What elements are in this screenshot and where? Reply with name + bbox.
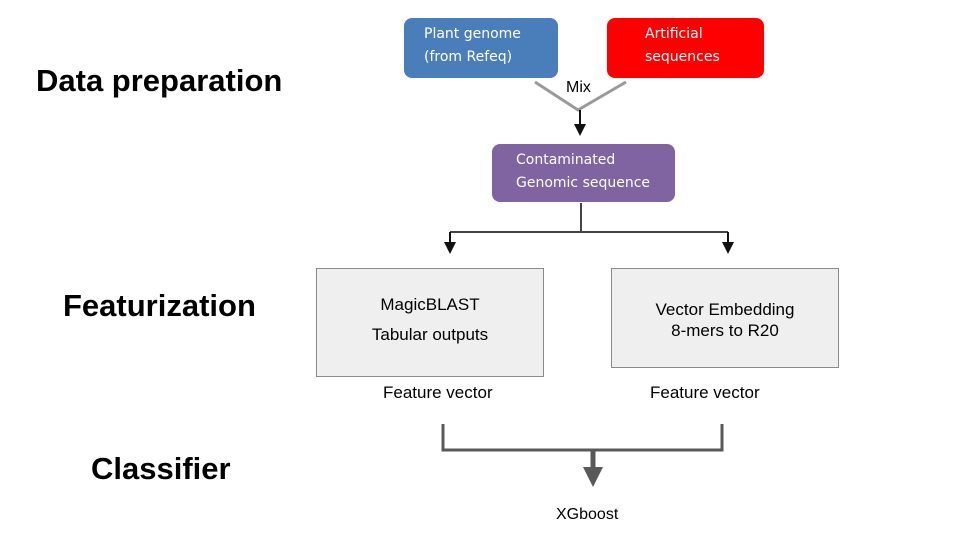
contaminated-line2: Genomic sequence <box>516 175 651 191</box>
stage-label-data-preparation: Data preparation <box>36 63 283 98</box>
vector-embedding-line1: Vector Embedding <box>655 300 795 319</box>
merge-bracket-line <box>441 424 724 452</box>
stage-label-classifier: Classifier <box>91 451 231 486</box>
magicblast-line1: MagicBLAST <box>380 295 480 314</box>
artificial-sequences-node: Artificial sequences <box>607 18 764 78</box>
artificial-sequences-line2: sequences <box>645 49 720 65</box>
plant-genome-line2: (from Refeq) <box>424 49 513 65</box>
contaminated-genomic-node: Contaminated Genomic sequence <box>492 144 675 202</box>
vector-embedding-line2: 8-mers to R20 <box>671 321 779 340</box>
stage-label-featurization: Featurization <box>63 288 256 323</box>
mix-label: Mix <box>566 79 591 96</box>
plant-genome-line1: Plant genome <box>424 26 521 42</box>
feature-vector-left-label: Feature vector <box>383 383 493 402</box>
vector-embedding-box: Vector Embedding 8-mers to R20 <box>611 268 839 368</box>
feature-vector-right-label: Feature vector <box>650 383 760 402</box>
mix-funnel-line <box>534 80 627 112</box>
magicblast-box: MagicBLAST Tabular outputs <box>316 268 544 377</box>
contaminated-line1: Contaminated <box>516 152 616 168</box>
plant-genome-node: Plant genome (from Refeq) <box>404 18 558 78</box>
xgboost-label: XGboost <box>556 506 619 523</box>
magicblast-line2: Tabular outputs <box>371 325 489 344</box>
artificial-sequences-line1: Artificial <box>645 26 703 42</box>
